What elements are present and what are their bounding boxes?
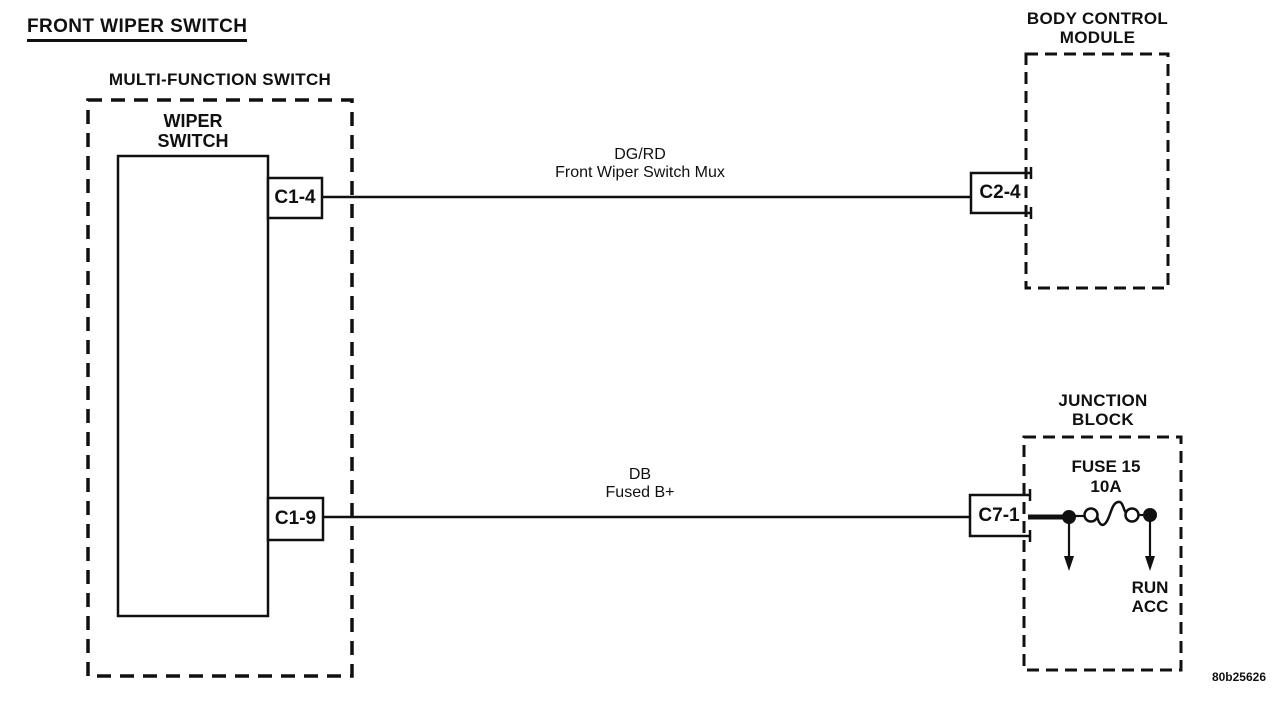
fuse-label-line2: 10A [1090, 477, 1122, 496]
wire-dg-rd-color: DG/RD [614, 146, 666, 163]
connector-c1-9-label: C1-9 [274, 508, 317, 529]
circuit-label-line1: RUN [1131, 578, 1169, 597]
junction-dot-right [1143, 508, 1157, 522]
connector-c7-1-label: C7-1 [978, 505, 1020, 526]
connector-c7-1-box [968, 489, 1032, 542]
wiper-switch-label-line2: SWITCH [157, 131, 229, 151]
connector-c2-4-box [969, 167, 1033, 219]
wiper-switch-label-line1: WIPER [163, 111, 223, 131]
body-control-module-box [1024, 52, 1170, 290]
multi-function-switch-box [86, 98, 354, 678]
wire-db-function: Fused B+ [605, 484, 675, 501]
multi-function-switch-label: MULTI-FUNCTION SWITCH [108, 70, 332, 89]
arrow-down-icon [1064, 556, 1074, 571]
fuse-label-line1: FUSE 15 [1071, 457, 1141, 476]
connector-c1-9-box [266, 496, 325, 542]
figure-code: 80b25626 [1211, 670, 1266, 684]
junction-block-label-line1: JUNCTION [1058, 391, 1148, 410]
body-control-module-label-line2: MODULE [1059, 28, 1136, 47]
connector-c1-4-label: C1-4 [274, 187, 316, 208]
wiper-switch-label: WIPER SWITCH [118, 111, 268, 151]
wire-dg-rd-label: DG/RD Front Wiper Switch Mux [440, 146, 840, 182]
fuse-label: FUSE 15 10A [1016, 457, 1196, 497]
arrow-down-icon [1145, 556, 1155, 571]
wire-db-label: DB Fused B+ [440, 466, 840, 502]
fuse-symbol [1028, 500, 1157, 571]
junction-block-box [1022, 435, 1183, 672]
page-title: FRONT WIPER SWITCH [27, 16, 248, 42]
body-control-module-label: BODY CONTROL MODULE [1000, 9, 1195, 47]
fuse-terminal-left [1083, 507, 1099, 523]
fuse-element [1095, 500, 1128, 527]
circuit-label-line2: ACC [1131, 597, 1169, 616]
circuit-run-acc-label: RUN ACC [1108, 578, 1192, 616]
junction-block-label-line2: BLOCK [1072, 410, 1134, 429]
body-control-module-label-line1: BODY CONTROL [1026, 9, 1169, 28]
wiper-switch-box [116, 154, 270, 618]
wire-db-color: DB [628, 466, 652, 483]
wire-dg-rd-function: Front Wiper Switch Mux [555, 164, 725, 181]
connector-c2-4-label: C2-4 [979, 182, 1021, 203]
fuse-terminal-right [1124, 507, 1140, 523]
junction-block-label: JUNCTION BLOCK [1013, 391, 1193, 429]
